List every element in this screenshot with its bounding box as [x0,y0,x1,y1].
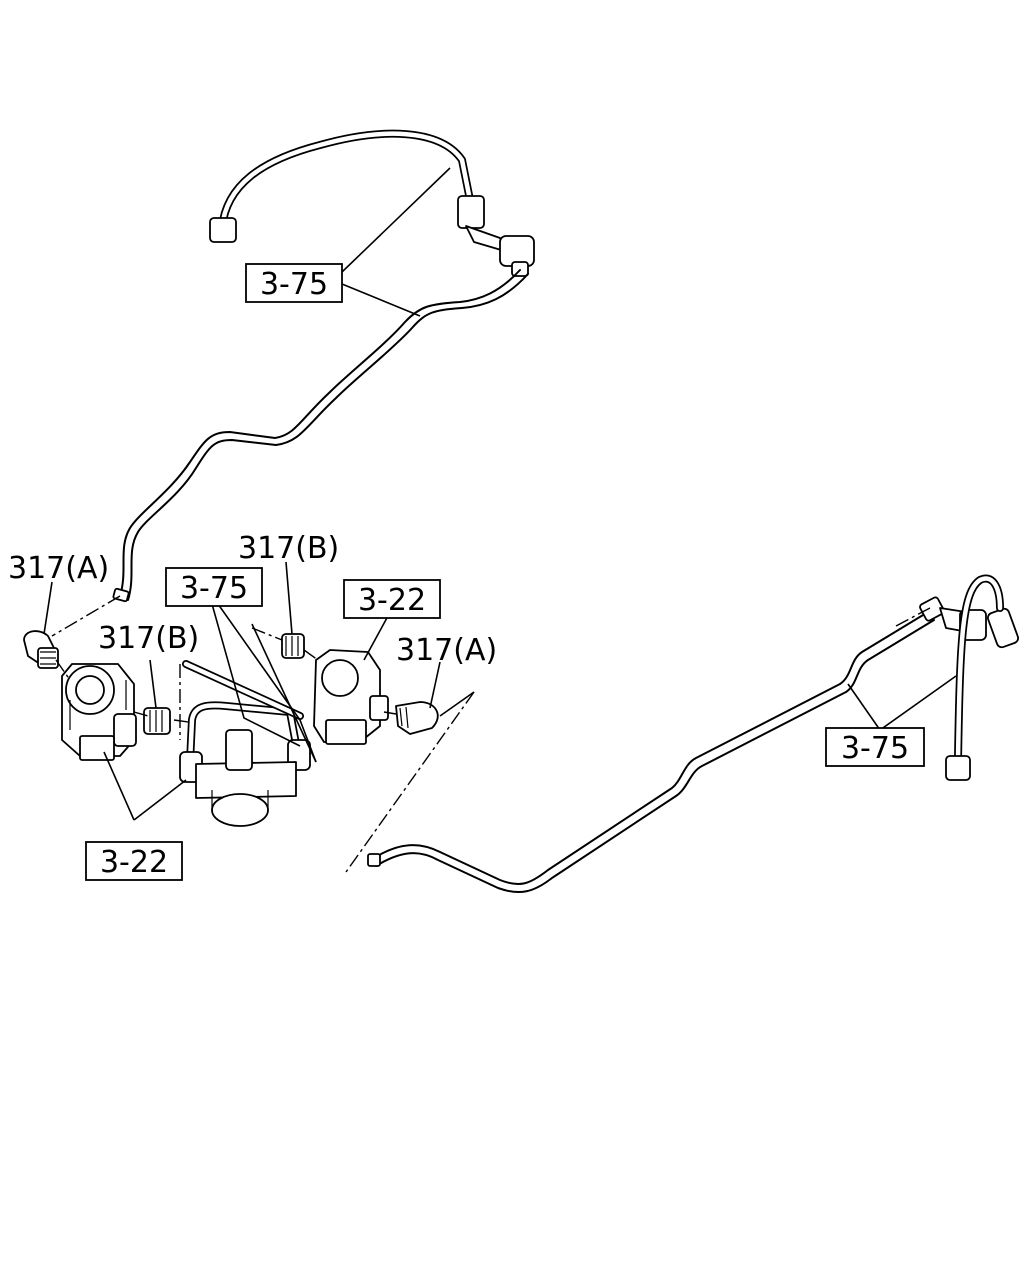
callout-3-22-right: 3-22 [343,579,441,619]
right-hose [919,574,1019,781]
callout-3-75-center-label: 3-75 [180,571,248,606]
callout-3-75-top: 3-75 [245,263,343,303]
connector-317a-left [23,630,59,669]
callout-3-75-right: 3-75 [825,727,925,767]
lower-rigid-pipe [367,611,935,894]
right-valve [313,649,389,745]
label-317b-top: 317(B) [238,531,339,566]
left-valve [61,663,137,761]
callout-3-22-left: 3-22 [85,841,183,881]
callout-3-22-right-label: 3-22 [358,583,426,618]
label-317a-left: 317(A) [8,551,109,586]
connector-317b-right [281,633,305,659]
assembly-lines [51,595,931,873]
leader-lines [43,167,957,821]
connector-317b-left [143,707,171,735]
callout-3-75-top-label: 3-75 [260,267,328,302]
label-317a-right: 317(A) [396,633,497,668]
callout-3-22-left-label: 3-22 [100,845,168,880]
center-relay-valve [179,660,311,827]
connector-317a-right [395,701,439,735]
callout-3-75-center: 3-75 [165,567,263,607]
upper-hose [209,129,535,277]
label-317b-left: 317(B) [98,621,199,656]
callout-3-75-right-label: 3-75 [841,731,909,766]
